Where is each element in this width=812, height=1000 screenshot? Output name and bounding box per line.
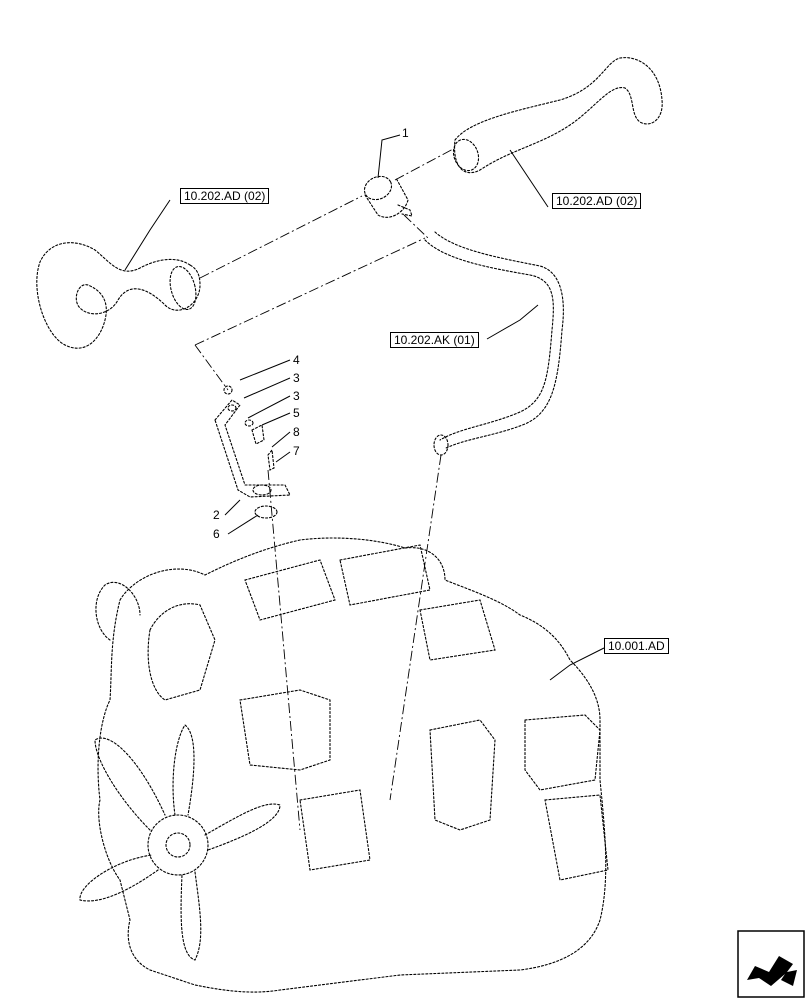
callout-4: 4 <box>293 353 300 367</box>
ref-right-hose[interactable]: 10.202.AD (02) <box>552 193 642 209</box>
callout-6: 6 <box>213 527 220 541</box>
ref-left-hose[interactable]: 10.202.AD (02) <box>180 188 270 204</box>
callout-3a: 3 <box>293 371 300 385</box>
callout-3b: 3 <box>293 389 300 403</box>
upper-radiator-hose-left <box>36 242 201 349</box>
tee-fitting <box>363 175 413 218</box>
ref-small-hose[interactable]: 10.202.AK (01) <box>390 332 479 348</box>
callout-5: 5 <box>293 406 300 420</box>
engine-assembly <box>79 537 609 993</box>
callout-7: 7 <box>293 444 300 458</box>
next-page-arrow-icon[interactable] <box>737 930 805 998</box>
upper-radiator-hose-right <box>452 57 663 174</box>
callout-2: 2 <box>213 508 220 522</box>
callout-8: 8 <box>293 425 300 439</box>
ref-engine[interactable]: 10.001.AD <box>604 638 669 654</box>
callout-1: 1 <box>402 126 409 140</box>
mounting-bracket <box>214 385 291 519</box>
